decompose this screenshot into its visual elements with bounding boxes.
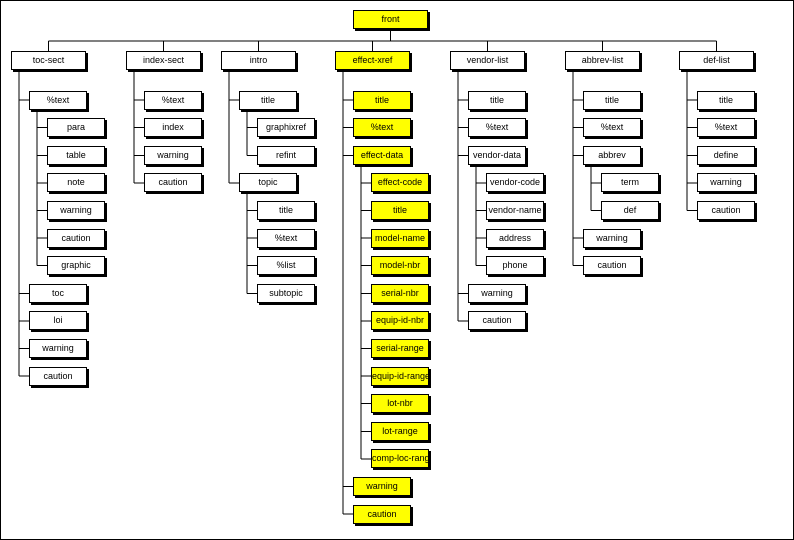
node-para[interactable]: para: [47, 118, 105, 138]
node-warning[interactable]: warning: [47, 201, 105, 220]
node-model-name[interactable]: model-name: [371, 228, 429, 248]
node-serial-range[interactable]: serial-range: [371, 339, 429, 358]
node-abbrev[interactable]: abbrev: [583, 145, 641, 165]
node-warning[interactable]: warning: [468, 283, 526, 303]
node-serial-nbr[interactable]: serial-nbr: [371, 283, 429, 303]
node-index[interactable]: index: [144, 118, 202, 138]
node-title[interactable]: title: [257, 201, 315, 220]
node-abbrev-list[interactable]: abbrev-list: [565, 51, 640, 70]
node-index-sect[interactable]: index-sect: [126, 51, 201, 70]
node-text[interactable]: %text: [29, 90, 87, 110]
node-caution[interactable]: caution: [353, 504, 411, 524]
node-root-front[interactable]: front: [353, 10, 428, 29]
node-def-list[interactable]: def-list: [679, 51, 754, 70]
node-title[interactable]: title: [239, 90, 297, 110]
node-comp-loc-range[interactable]: comp-loc-range: [371, 449, 429, 469]
node-title[interactable]: title: [583, 90, 641, 110]
node-title[interactable]: title: [468, 90, 526, 110]
node-subtopic[interactable]: subtopic: [257, 283, 315, 303]
node-toc[interactable]: toc: [29, 283, 87, 303]
node-warning[interactable]: warning: [697, 173, 755, 193]
node-warning[interactable]: warning: [144, 145, 202, 165]
node-title[interactable]: title: [371, 201, 429, 220]
node-address[interactable]: address: [486, 228, 544, 248]
node-text[interactable]: %text: [257, 228, 315, 248]
node-warning[interactable]: warning: [29, 339, 87, 358]
node-text[interactable]: %text: [583, 118, 641, 138]
node-vendor-code[interactable]: vendor-code: [486, 173, 544, 193]
node-effect-code[interactable]: effect-code: [371, 173, 429, 193]
node-vendor-data[interactable]: vendor-data: [468, 145, 526, 165]
node-caution[interactable]: caution: [29, 366, 87, 386]
node-caution[interactable]: caution: [697, 201, 755, 220]
node-model-nbr[interactable]: model-nbr: [371, 256, 429, 276]
node-lot-nbr[interactable]: lot-nbr: [371, 394, 429, 414]
node-table[interactable]: table: [47, 145, 105, 165]
node-caution[interactable]: caution: [583, 256, 641, 276]
node-note[interactable]: note: [47, 173, 105, 193]
node-toc-sect[interactable]: toc-sect: [11, 51, 86, 70]
node-lot-range[interactable]: lot-range: [371, 421, 429, 441]
node-title[interactable]: title: [697, 90, 755, 110]
node-effect-data[interactable]: effect-data: [353, 145, 411, 165]
node-term[interactable]: term: [601, 173, 659, 193]
node-title[interactable]: title: [353, 90, 411, 110]
node-text[interactable]: %text: [144, 90, 202, 110]
node-loi[interactable]: loi: [29, 311, 87, 331]
node-define[interactable]: define: [697, 145, 755, 165]
node-def[interactable]: def: [601, 201, 659, 220]
node-text[interactable]: %text: [468, 118, 526, 138]
node-warning[interactable]: warning: [583, 228, 641, 248]
node-equip-id-range[interactable]: equip-id-range: [371, 366, 429, 386]
node-caution[interactable]: caution: [468, 311, 526, 331]
node-intro[interactable]: intro: [221, 51, 296, 70]
node-text[interactable]: %text: [353, 118, 411, 138]
node-caution[interactable]: caution: [144, 173, 202, 193]
node-effect-xref[interactable]: effect-xref: [335, 51, 410, 70]
node-caution[interactable]: caution: [47, 228, 105, 248]
node-topic[interactable]: topic: [239, 173, 297, 193]
node-phone[interactable]: phone: [486, 256, 544, 276]
node-graphixref[interactable]: graphixref: [257, 118, 315, 138]
node-refint[interactable]: refint: [257, 145, 315, 165]
node-warning[interactable]: warning: [353, 477, 411, 496]
node-list[interactable]: %list: [257, 256, 315, 276]
node-vendor-name[interactable]: vendor-name: [486, 201, 544, 220]
node-graphic[interactable]: graphic: [47, 256, 105, 276]
node-text[interactable]: %text: [697, 118, 755, 138]
node-vendor-list[interactable]: vendor-list: [450, 51, 525, 70]
node-equip-id-nbr[interactable]: equip-id-nbr: [371, 311, 429, 331]
